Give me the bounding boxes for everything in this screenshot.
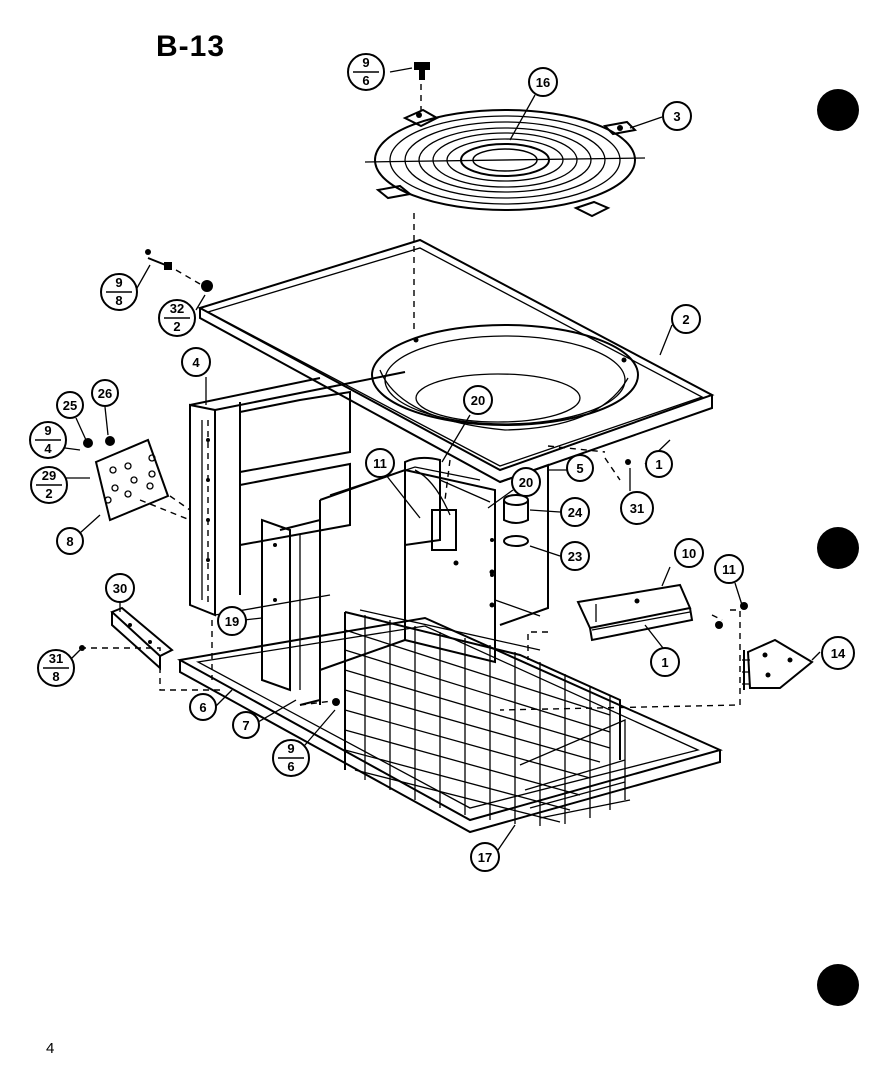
svg-text:29: 29 bbox=[42, 468, 56, 483]
callout-9-4: 9 4 bbox=[29, 421, 67, 459]
binder-hole-top bbox=[817, 89, 859, 131]
svg-text:2: 2 bbox=[173, 319, 180, 334]
callout-8: 8 bbox=[56, 527, 84, 555]
callout-11-lower: 11 bbox=[714, 554, 744, 584]
leader-lines bbox=[64, 67, 821, 851]
svg-text:6: 6 bbox=[199, 700, 206, 715]
svg-text:1: 1 bbox=[661, 655, 668, 670]
callout-5: 5 bbox=[566, 454, 594, 482]
svg-text:26: 26 bbox=[98, 386, 112, 401]
callout-31-8: 31 8 bbox=[37, 649, 75, 687]
callout-24: 24 bbox=[560, 497, 590, 527]
callout-2: 2 bbox=[671, 304, 701, 334]
callout-26: 26 bbox=[91, 379, 119, 407]
svg-text:16: 16 bbox=[536, 75, 550, 90]
callout-4: 4 bbox=[181, 347, 211, 377]
capacitor bbox=[503, 494, 529, 547]
svg-text:10: 10 bbox=[682, 546, 696, 561]
binder-hole-bottom bbox=[817, 964, 859, 1006]
svg-text:4: 4 bbox=[192, 355, 200, 370]
svg-text:9: 9 bbox=[115, 275, 122, 290]
base-bracket bbox=[110, 606, 174, 671]
svg-text:8: 8 bbox=[115, 293, 122, 308]
callout-1-upper: 1 bbox=[645, 450, 673, 478]
svg-text:14: 14 bbox=[831, 646, 846, 661]
svg-text:7: 7 bbox=[242, 718, 249, 733]
callout-30: 30 bbox=[105, 573, 135, 603]
callout-25: 25 bbox=[56, 391, 84, 419]
svg-text:8: 8 bbox=[52, 669, 59, 684]
callout-23: 23 bbox=[560, 541, 590, 571]
svg-text:23: 23 bbox=[568, 549, 582, 564]
svg-text:5: 5 bbox=[576, 461, 583, 476]
callout-19: 19 bbox=[217, 606, 247, 636]
left-side-panel bbox=[189, 371, 406, 617]
divider-bracket bbox=[261, 518, 321, 706]
svg-text:1: 1 bbox=[655, 457, 662, 472]
callout-16: 16 bbox=[528, 67, 558, 97]
svg-text:32: 32 bbox=[170, 301, 184, 316]
callout-7: 7 bbox=[232, 711, 260, 739]
svg-text:11: 11 bbox=[722, 562, 736, 577]
callout-14: 14 bbox=[821, 636, 855, 670]
diagram-title: B-13 bbox=[156, 30, 226, 63]
control-box-panel bbox=[83, 436, 191, 522]
callout-3: 3 bbox=[662, 101, 692, 131]
svg-text:20: 20 bbox=[519, 475, 533, 490]
svg-text:31: 31 bbox=[49, 651, 63, 666]
binder-hole-middle bbox=[817, 527, 859, 569]
condenser-coil bbox=[344, 609, 631, 826]
fan-guard bbox=[364, 108, 646, 218]
callout-32-2: 32 2 bbox=[158, 299, 196, 337]
valve-plate bbox=[742, 638, 814, 690]
page-number: 4 bbox=[46, 1040, 55, 1057]
svg-text:6: 6 bbox=[362, 73, 369, 88]
svg-text:3: 3 bbox=[673, 109, 680, 124]
svg-text:19: 19 bbox=[225, 614, 239, 629]
callout-17: 17 bbox=[470, 842, 500, 872]
callout-31: 31 bbox=[620, 491, 654, 525]
callout-10: 10 bbox=[674, 538, 704, 568]
svg-text:9: 9 bbox=[44, 423, 51, 438]
svg-text:30: 30 bbox=[113, 581, 127, 596]
top-panel bbox=[197, 238, 715, 484]
svg-text:9: 9 bbox=[362, 55, 369, 70]
callout-20-upper: 20 bbox=[463, 385, 493, 415]
compressor-bracket bbox=[576, 583, 694, 642]
svg-text:8: 8 bbox=[66, 534, 73, 549]
svg-text:6: 6 bbox=[287, 759, 294, 774]
callout-6: 6 bbox=[189, 693, 217, 721]
svg-text:17: 17 bbox=[478, 850, 492, 865]
svg-text:2: 2 bbox=[45, 486, 52, 501]
callout-9-6-top: 9 6 bbox=[347, 53, 385, 91]
panel-screw bbox=[147, 257, 213, 292]
svg-text:11: 11 bbox=[373, 456, 387, 471]
callout-20-lower: 20 bbox=[511, 467, 541, 497]
callout-11-upper: 11 bbox=[365, 448, 395, 478]
callout-9-6-bottom: 9 6 bbox=[272, 739, 310, 777]
center-partition bbox=[319, 456, 496, 705]
top-screw bbox=[414, 62, 430, 80]
svg-text:20: 20 bbox=[471, 393, 485, 408]
svg-text:9: 9 bbox=[287, 741, 294, 756]
svg-text:4: 4 bbox=[44, 441, 52, 456]
svg-text:2: 2 bbox=[682, 312, 689, 327]
svg-text:25: 25 bbox=[63, 398, 77, 413]
callout-29-2: 29 2 bbox=[30, 466, 68, 504]
callout-1-lower: 1 bbox=[650, 647, 680, 677]
callout-9-8: 9 8 bbox=[100, 273, 138, 311]
svg-text:31: 31 bbox=[630, 501, 644, 516]
svg-text:24: 24 bbox=[568, 505, 583, 520]
